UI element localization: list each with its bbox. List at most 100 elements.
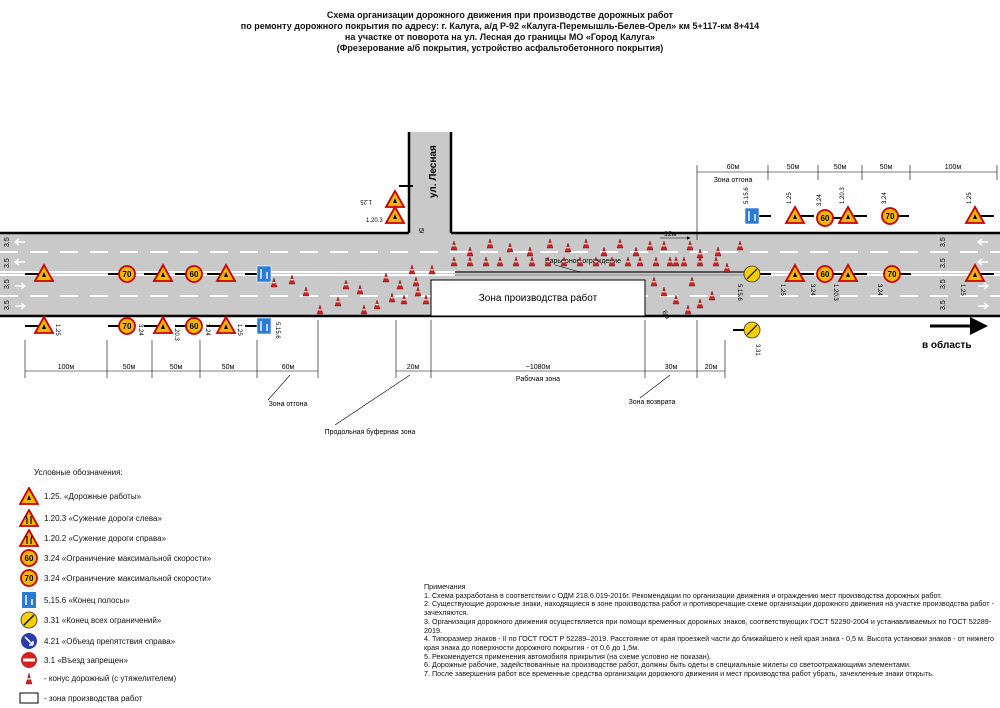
traffic-cone bbox=[600, 246, 608, 257]
lane-arrows bbox=[13, 238, 990, 310]
speed-limit-70-sign: 70 bbox=[883, 265, 901, 283]
traffic-cone bbox=[608, 256, 616, 267]
title-line-4: (Фрезерование а/б покрытия, устройство а… bbox=[336, 43, 664, 53]
legend-item: 3.1 «Въезд запрещен» bbox=[18, 650, 128, 670]
traffic-cone bbox=[396, 279, 404, 290]
traffic-cone bbox=[666, 256, 674, 267]
barrier-label: Барьерное ограждение bbox=[545, 258, 621, 265]
lane-end-sign: 5.15.6 bbox=[256, 317, 280, 339]
end-restrictions-icon bbox=[18, 610, 40, 630]
legend-item-label: 1.20.3 «Сужение дороги слева» bbox=[44, 513, 162, 523]
note-item: 1. Схема разработана в соответствии с ОД… bbox=[424, 590, 942, 600]
traffic-cone bbox=[450, 256, 458, 267]
street-name-label: ул. Лесная bbox=[428, 145, 439, 198]
traffic-cone bbox=[636, 256, 644, 267]
traffic-cone bbox=[428, 264, 436, 275]
road-works-sign bbox=[837, 205, 859, 224]
top-zone-label: Зона отгона bbox=[714, 177, 753, 184]
traffic-cone bbox=[450, 240, 458, 251]
traffic-cone bbox=[708, 290, 716, 301]
dim-6m: 6м bbox=[660, 310, 671, 321]
svg-text:70: 70 bbox=[886, 212, 895, 221]
legend-item-label: 3.1 «Въезд запрещен» bbox=[44, 655, 128, 665]
road-works-sign bbox=[384, 189, 406, 208]
traffic-cone bbox=[652, 256, 660, 267]
traffic-cone bbox=[660, 240, 668, 251]
note-item: 7. После завершения работ все временные … bbox=[424, 669, 934, 679]
traffic-cone-icon bbox=[18, 668, 40, 688]
svg-text:3.31: 3.31 bbox=[754, 344, 760, 356]
traffic-scheme: ул. Лесная 50м 3.5 3.5 3.5 3.5 3.5 3.5 3… bbox=[0, 132, 1000, 436]
mid-dim-1: 20м bbox=[407, 364, 420, 371]
narrowing-left-icon bbox=[18, 508, 40, 528]
title-line-1: Схема организации дорожного движения при… bbox=[326, 10, 674, 20]
traffic-cone bbox=[696, 298, 704, 309]
bottom-dim-3: 50м bbox=[170, 364, 183, 371]
road-works-sign bbox=[964, 263, 986, 282]
bottom-zone-otgona: Зона отгона bbox=[269, 401, 308, 408]
detour-right-icon bbox=[18, 631, 40, 651]
svg-text:1.25: 1.25 bbox=[236, 324, 242, 336]
sign-code-label: 5.15.6 bbox=[736, 284, 742, 301]
bottom-dim-5: 60м bbox=[282, 364, 295, 371]
road-works-sign bbox=[784, 263, 806, 282]
traffic-cone bbox=[528, 256, 536, 267]
sign-code-label: 1.20.3 bbox=[840, 187, 846, 204]
svg-text:1.25: 1.25 bbox=[54, 324, 60, 336]
lane-end-icon bbox=[18, 590, 40, 610]
svg-text:5.15.6: 5.15.6 bbox=[274, 322, 280, 339]
narrowing-right-icon bbox=[18, 528, 40, 548]
traffic-cone bbox=[544, 256, 552, 267]
traffic-cone bbox=[360, 304, 368, 315]
legend-item: 70 3.24 «Ограничение максимальной скорост… bbox=[18, 568, 211, 588]
bottom-dim-4: 50м bbox=[222, 364, 235, 371]
traffic-cone bbox=[564, 242, 572, 253]
svg-text:3.24: 3.24 bbox=[137, 324, 143, 336]
work-zone bbox=[430, 279, 646, 317]
buffer-zone-label: Продольная буферная зона bbox=[325, 428, 416, 436]
traffic-cone bbox=[356, 284, 364, 295]
sign-code-label: 1.20.3 bbox=[366, 218, 383, 224]
svg-text:60: 60 bbox=[821, 270, 830, 279]
traffic-cone bbox=[422, 294, 430, 305]
traffic-cone bbox=[672, 256, 680, 267]
legend-item: - конус дорожный (с утяжелителем) bbox=[18, 668, 176, 688]
traffic-cone bbox=[576, 256, 584, 267]
no-entry-icon bbox=[18, 650, 40, 670]
svg-text:70: 70 bbox=[25, 574, 34, 583]
lane-width-label: 3.5 bbox=[940, 258, 947, 268]
dim-12m: 12м bbox=[664, 231, 677, 238]
road-works-sign bbox=[215, 263, 237, 282]
end-restrictions-sign bbox=[743, 265, 761, 283]
note-item: 6. Дорожные рабочие, задействованные на … bbox=[424, 660, 911, 670]
traffic-cone bbox=[270, 277, 278, 288]
traffic-cone bbox=[506, 242, 514, 253]
legend-item-label: - конус дорожный (с утяжелителем) bbox=[44, 673, 177, 683]
svg-text:60: 60 bbox=[190, 270, 199, 279]
traffic-cone bbox=[723, 262, 731, 273]
lane-end-sign bbox=[744, 207, 760, 225]
bottom-dim-1: 100м bbox=[58, 364, 75, 371]
svg-text:60: 60 bbox=[25, 554, 34, 563]
legend-item: 5.15.6 «Конец полосы» bbox=[18, 590, 130, 610]
lane-width-label: 3.5 bbox=[4, 279, 11, 289]
traffic-cone bbox=[546, 238, 554, 249]
note-item: 5. Рекомендуется применения автомобиля п… bbox=[424, 651, 712, 661]
speed-limit-60-sign: 60 bbox=[816, 265, 834, 283]
legend-item: 1.25. «Дорожные работы» bbox=[18, 486, 141, 506]
legend-item: - зона производства работ bbox=[18, 688, 142, 708]
legend-item: 3.31 «Конец всех ограничений» bbox=[18, 610, 161, 630]
traffic-cones bbox=[270, 238, 744, 315]
legend-item: 1.20.3 «Сужение дороги слева» bbox=[18, 508, 162, 528]
legend-item-label: 3.24 «Ограничение максимальной скорости» bbox=[44, 573, 212, 583]
sign-code-label: 1.25 bbox=[959, 284, 965, 296]
traffic-cone bbox=[400, 294, 408, 305]
traffic-cone bbox=[712, 256, 720, 267]
road-works-icon bbox=[18, 486, 40, 506]
speed-limit-70-icon: 70 bbox=[18, 568, 40, 588]
bottom-dim-2: 50м bbox=[123, 364, 136, 371]
top-dim-5: 100м bbox=[945, 164, 962, 171]
